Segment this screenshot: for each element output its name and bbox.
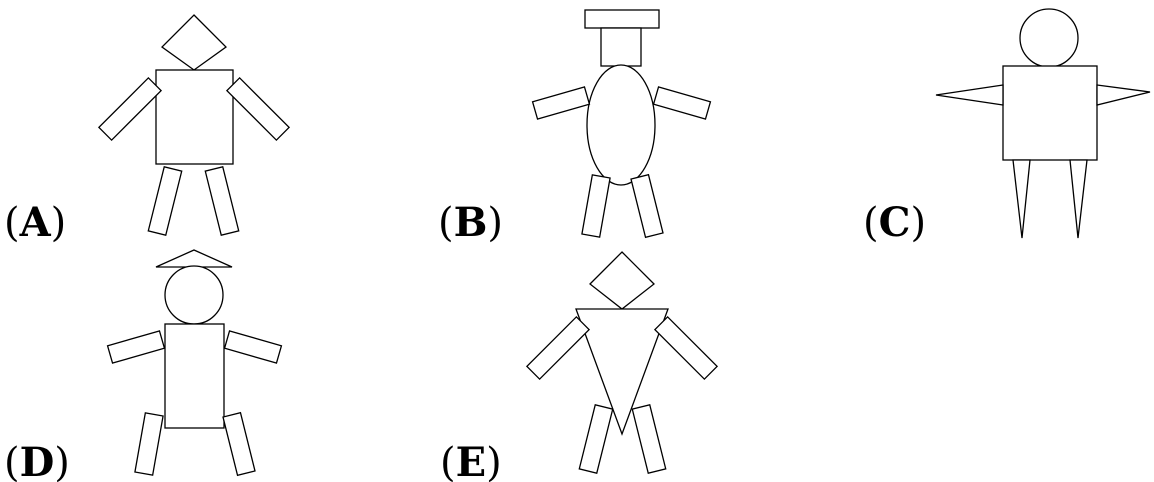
figure-d-left-leg — [134, 412, 164, 476]
figure-c: (C) — [863, 8, 1151, 246]
figure-a-left-leg — [147, 166, 183, 236]
figure-c-head-circle — [1019, 8, 1079, 68]
figure-c-left-leg-spike — [1012, 159, 1031, 239]
figure-b-right-leg — [630, 173, 664, 239]
figure-b-label: (B) — [438, 199, 503, 246]
figure-e: (E) — [440, 251, 719, 482]
figure-e-left-arm — [525, 315, 591, 381]
figure-b-body-ellipse — [586, 64, 656, 186]
figure-a: (A) — [4, 14, 291, 246]
figure-c-label: (C) — [863, 199, 926, 246]
figure-a-right-arm — [225, 76, 291, 142]
figure-d-left-arm — [106, 330, 166, 364]
figure-d: (D) — [4, 249, 283, 482]
figure-c-left-arm-spike — [935, 84, 1004, 106]
figure-d-body-rect — [164, 323, 225, 429]
figure-e-head-diamond — [589, 251, 655, 310]
figure-a-label: (A) — [4, 199, 66, 246]
figure-b-hat-brim — [584, 9, 660, 29]
figure-d-right-leg — [222, 411, 256, 477]
figure-e-body-triangle — [575, 308, 669, 436]
figure-e-label: (E) — [440, 439, 502, 482]
figure-b-left-arm — [531, 86, 591, 120]
figure-b-right-arm — [652, 86, 712, 120]
figure-d-head-circle — [164, 265, 224, 325]
figure-c-right-arm-spike — [1096, 84, 1151, 106]
figure-c-right-leg-spike — [1069, 159, 1088, 239]
figure-e-right-leg — [631, 404, 667, 474]
figure-d-right-arm — [223, 330, 283, 364]
figure-e-left-leg — [578, 404, 614, 474]
figure-a-body-square — [155, 69, 234, 165]
figure-a-right-leg — [204, 166, 240, 236]
figure-b-hat-crown — [600, 27, 642, 67]
figure-a-left-arm — [97, 76, 163, 142]
figure-b: (B) — [438, 9, 712, 246]
figure-c-body-square — [1002, 65, 1098, 161]
figure-b-left-leg — [581, 174, 611, 238]
figure-e-right-arm — [653, 315, 719, 381]
figure-d-label: (D) — [4, 439, 70, 482]
figure-a-head-diamond — [160, 14, 228, 71]
figure-d-hat-triangle — [155, 249, 233, 268]
